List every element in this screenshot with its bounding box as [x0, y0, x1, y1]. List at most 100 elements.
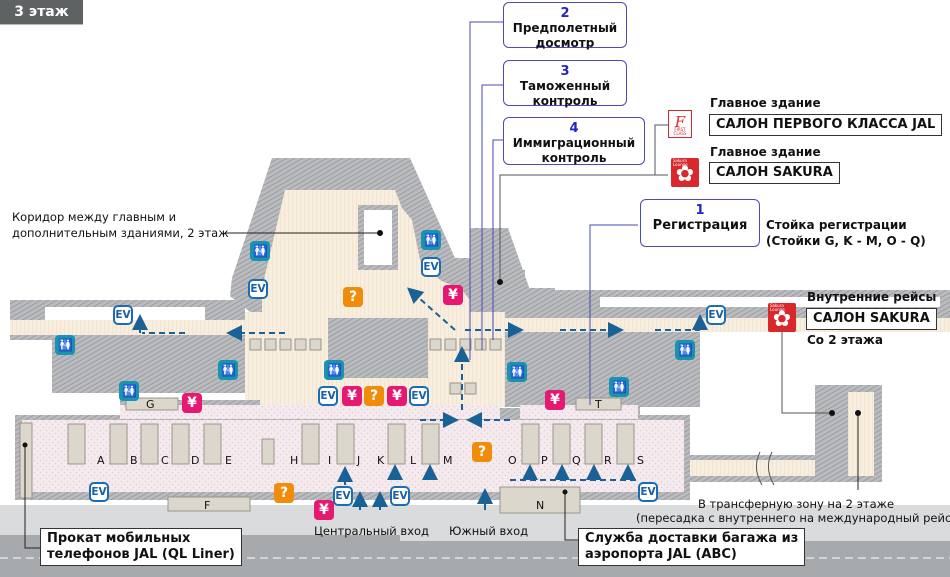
transfer-tower-floor	[848, 392, 874, 476]
counter-G	[125, 397, 179, 411]
leader-dots	[22, 230, 861, 495]
checkin-counters	[19, 397, 635, 514]
callout-leaders	[24, 21, 859, 549]
counter-label: O	[508, 454, 517, 467]
restroom-icon: 🚻	[119, 381, 139, 401]
first-class-building: Главное здание	[710, 96, 821, 110]
first-class-text: FIRST CLASS	[673, 127, 687, 136]
counter-label: T	[595, 398, 602, 411]
information-icon: ?	[274, 483, 294, 503]
counter-L	[421, 423, 440, 465]
jal-first-class-logo: F FIRST CLASS	[668, 110, 692, 138]
counter-K	[387, 423, 406, 465]
first-class-lounge-name[interactable]: САЛОН ПЕРВОГО КЛАССА JAL	[709, 114, 943, 136]
restroom-icon: 🚻	[55, 335, 75, 355]
currency-exchange-icon: ¥	[314, 500, 334, 520]
phone-rental-line1: Прокат мобильных	[47, 531, 191, 546]
elevator-icon[interactable]: EV	[248, 279, 268, 299]
right-wing-void	[600, 297, 940, 307]
corridor-break-mark	[756, 451, 775, 486]
sakura-lounge-text: Sakura Lounge	[770, 303, 785, 312]
elevator-icon[interactable]: EV	[421, 257, 441, 277]
currency-exchange-icon: ¥	[443, 285, 463, 305]
counter-label: D	[191, 454, 200, 467]
elevator-icon[interactable]: EV	[113, 305, 133, 325]
first-class-letter: F	[674, 113, 686, 131]
elevator-icon[interactable]: EV	[638, 482, 658, 502]
callout-customs[interactable]: 3 Таможенный контроль	[503, 60, 627, 108]
central-entrance-label: Центральный вход	[314, 524, 429, 538]
right-lower-block	[505, 332, 700, 407]
sakura-main-building: Главное здание	[710, 145, 821, 159]
counter-H	[261, 438, 275, 465]
restroom-icon: 🚻	[507, 362, 527, 382]
information-icon: ?	[472, 442, 492, 462]
callout-title: Регистрация	[652, 218, 748, 233]
counter-label: K	[377, 454, 385, 467]
callout-number: 2	[560, 6, 570, 21]
counter-label: N	[536, 499, 545, 512]
restroom-icon: 🚻	[324, 360, 344, 380]
currency-exchange-icon: ¥	[387, 386, 407, 406]
callout-title: контроль	[541, 151, 607, 165]
elevator-icon[interactable]: EV	[706, 305, 726, 325]
counter-I	[301, 423, 320, 465]
counter-T	[575, 397, 622, 411]
baggage-delivery-label[interactable]: Служба доставки багажа из аэропорта JAL …	[578, 528, 806, 566]
counter-label: I	[328, 454, 332, 467]
checkin-note-line2: (Стойки G, K - M, O - Q)	[766, 234, 926, 248]
counter-label: P	[541, 454, 548, 467]
callout-security[interactable]: 2 Предполетный досмотр	[503, 2, 627, 50]
restroom-icon: 🚻	[250, 241, 270, 261]
callout-title: Предполетный	[512, 21, 618, 35]
counter-label: Q	[572, 454, 581, 467]
phone-rental-label[interactable]: Прокат мобильных телефонов JAL (QL Liner…	[40, 528, 242, 566]
elevator-icon[interactable]: EV	[390, 486, 410, 506]
corridor-note-line1: Коридор между главным и	[12, 210, 177, 224]
counter-C	[140, 423, 159, 465]
counter-label: H	[290, 454, 299, 467]
callout-checkin[interactable]: 1 Регистрация	[640, 199, 760, 247]
baggage-line2: аэропорта JAL (ABC)	[585, 547, 737, 562]
sakura-domestic-lounge-name[interactable]: САЛОН SAKURA	[806, 308, 937, 330]
restroom-icon: 🚻	[609, 377, 629, 397]
sakura-lounge-logo: ✿ Sakura Lounge	[768, 303, 796, 332]
counter-label: A	[97, 454, 105, 467]
sakura-lounge-logo: ✿ Sakura Lounge	[671, 158, 699, 187]
sakura-main-lounge-name[interactable]: САЛОН SAKURA	[709, 162, 840, 184]
counter-label: B	[130, 454, 138, 467]
counter-B	[109, 423, 128, 465]
counter-label: L	[410, 454, 417, 467]
south-entrance-label: Южный вход	[449, 524, 529, 538]
counter-label: M	[443, 454, 453, 467]
counter-F	[167, 496, 251, 512]
restroom-icon: 🚻	[218, 360, 238, 380]
counter-D	[171, 423, 190, 465]
callout-title: Таможенный	[519, 79, 611, 93]
floor-label: 3 этаж	[0, 0, 83, 25]
counter-label: G	[146, 398, 155, 411]
phone-rental-line2: телефонов JAL (QL Liner)	[47, 547, 235, 562]
callout-title: Иммиграционный	[512, 136, 636, 150]
currency-exchange-icon: ¥	[342, 386, 362, 406]
counter-label: E	[225, 454, 232, 467]
counter-J	[336, 423, 355, 465]
sakura-domestic-note: Со 2 этажа	[807, 333, 883, 347]
counter-label: C	[161, 454, 169, 467]
sakura-lounge-text: Sakura Lounge	[673, 158, 688, 167]
callout-title: досмотр	[535, 36, 595, 50]
counter-label: S	[637, 454, 644, 467]
elevator-icon[interactable]: EV	[333, 486, 353, 506]
counter-label: F	[204, 499, 211, 512]
elevator-icon[interactable]: EV	[318, 386, 338, 406]
counter-R	[616, 423, 635, 465]
elevator-icon[interactable]: EV	[89, 482, 109, 502]
callout-immigration[interactable]: 4 Иммиграционный контроль	[503, 117, 645, 165]
counter-label: R	[604, 454, 612, 467]
counter-P	[552, 423, 571, 465]
corridor-opening	[364, 210, 392, 265]
counter-label: J	[357, 454, 361, 467]
counter-Q	[584, 423, 603, 465]
checkin-hall-upper	[120, 405, 500, 419]
elevator-icon[interactable]: EV	[409, 386, 429, 406]
